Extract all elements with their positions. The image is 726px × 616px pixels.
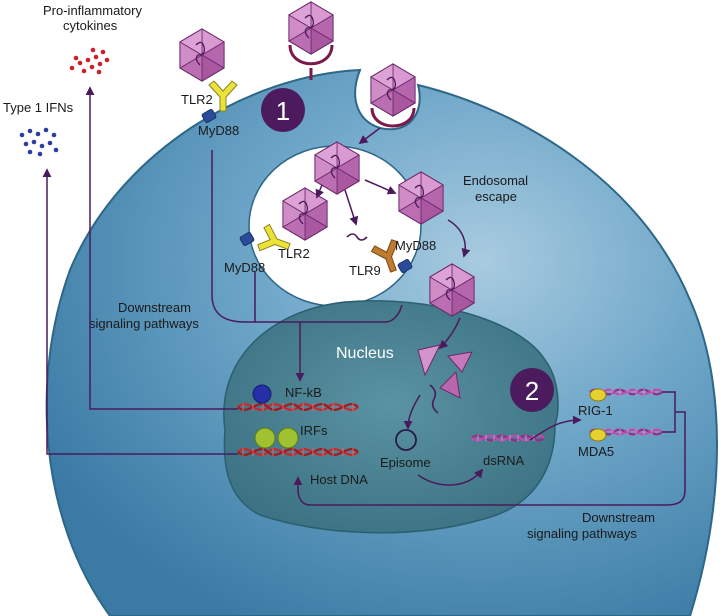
step-badge-2 bbox=[510, 368, 554, 412]
tlr2-label-endosome: TLR2 bbox=[278, 246, 310, 261]
episome bbox=[395, 429, 417, 451]
nfkb-output-arrow bbox=[85, 86, 238, 410]
host-dna-label: Host DNA bbox=[310, 472, 368, 487]
myd88-label-top: MyD88 bbox=[198, 123, 239, 138]
capsid-fragment-3 bbox=[439, 370, 461, 399]
svg-text:1: 1 bbox=[276, 96, 290, 126]
viral-genome-release bbox=[429, 384, 439, 414]
mda5-label: MDA5 bbox=[578, 444, 614, 459]
downstream-right-label-1: Downstream bbox=[582, 510, 655, 525]
myd88-label-endosome-right: MyD88 bbox=[395, 238, 436, 253]
capsid-entering bbox=[370, 63, 416, 117]
nfkb-label: NF-kB bbox=[285, 385, 322, 400]
nucleus-body bbox=[223, 300, 559, 534]
step-badge-1 bbox=[261, 88, 305, 132]
nfkb-protein bbox=[252, 384, 272, 404]
capsid-outside bbox=[288, 1, 334, 55]
myd88-label-endosome-left: MyD88 bbox=[224, 260, 265, 275]
irfs-label: IRFs bbox=[300, 423, 328, 438]
downstream-right-label-2: signaling pathways bbox=[527, 526, 637, 541]
signaling-line-right bbox=[293, 411, 686, 506]
irf-protein-1 bbox=[254, 427, 276, 449]
nucleus-label: Nucleus bbox=[336, 345, 394, 362]
pro-inflammatory-label-1: Pro-inflammatory bbox=[43, 3, 142, 18]
cytokine-dots bbox=[69, 47, 110, 75]
dsrna-label: dsRNA bbox=[483, 453, 525, 468]
rig1-sensor bbox=[589, 388, 607, 402]
ifn-dots bbox=[19, 127, 59, 157]
irf-output-arrow bbox=[42, 168, 238, 455]
capsid-fragment-2 bbox=[447, 351, 473, 373]
type1-ifns-label: Type 1 IFNs bbox=[3, 100, 74, 115]
signaling-line-top bbox=[211, 150, 403, 323]
tlr2-label-top: TLR2 bbox=[181, 92, 213, 107]
downstream-left-label-1: Downstream bbox=[118, 300, 191, 315]
endosomal-escape-label-2: escape bbox=[475, 189, 517, 204]
svg-text:2: 2 bbox=[525, 376, 539, 406]
downstream-left-label-2: signaling pathways bbox=[89, 316, 199, 331]
irf-protein-2 bbox=[277, 427, 299, 449]
mda5-sensor bbox=[589, 428, 607, 442]
viral-dna-fragment bbox=[346, 233, 368, 241]
capsid-fragment-1 bbox=[417, 344, 441, 377]
tlr9-receptor bbox=[370, 239, 399, 273]
episome-label: Episome bbox=[380, 455, 431, 470]
capsid-receptor-arc bbox=[288, 44, 334, 66]
rig1-label: RIG-1 bbox=[578, 403, 613, 418]
tlr9-label: TLR9 bbox=[349, 263, 381, 278]
capsid-tlr2-top bbox=[179, 28, 225, 82]
endosomal-escape-label-1: Endosomal bbox=[463, 173, 528, 188]
pro-inflammatory-label-2: cytokines bbox=[63, 18, 118, 33]
